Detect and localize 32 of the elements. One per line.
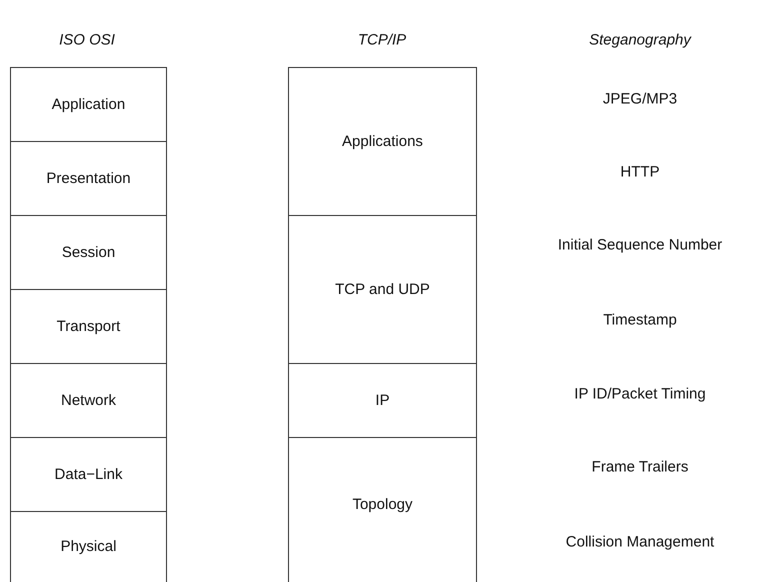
layer-box <box>10 141 167 216</box>
layer-name: Transport <box>56 318 120 335</box>
technique-label: IP ID/Packet Timing <box>574 386 706 402</box>
column-heading: Steganography <box>589 32 691 48</box>
column-heading: TCP/IP <box>358 32 406 48</box>
layer-box <box>288 67 477 216</box>
layer-box <box>10 289 167 364</box>
layer-name: Application <box>52 96 126 113</box>
layer-name: TCP and UDP <box>335 281 430 298</box>
layer-box <box>288 437 477 582</box>
layer-box <box>10 511 167 582</box>
layer-box <box>10 437 167 512</box>
layer-box <box>10 67 167 142</box>
layer-name: Session <box>62 244 116 261</box>
layer-name: Network <box>60 392 116 409</box>
column-heading: ISO OSI <box>59 32 115 48</box>
layer-name: IP <box>375 392 390 409</box>
layer-box <box>288 363 477 438</box>
layer-box <box>10 215 167 290</box>
layer-name: Applications <box>342 133 423 150</box>
layer-name: Data−Link <box>54 466 122 483</box>
technique-label: JPEG/MP3 <box>602 90 678 108</box>
technique-label: Frame Trailers <box>592 458 688 476</box>
layer-name: Topology <box>352 496 413 513</box>
layer-box <box>288 215 477 364</box>
layer-name: Physical <box>60 538 116 555</box>
layer-name: Presentation <box>46 170 131 187</box>
technique-label: Timestamp <box>603 312 677 328</box>
technique-label: HTTP <box>620 164 660 180</box>
technique-label: Collision Management <box>566 534 714 550</box>
layer-box <box>10 363 167 438</box>
technique-label: Initial Sequence Number <box>558 236 722 254</box>
